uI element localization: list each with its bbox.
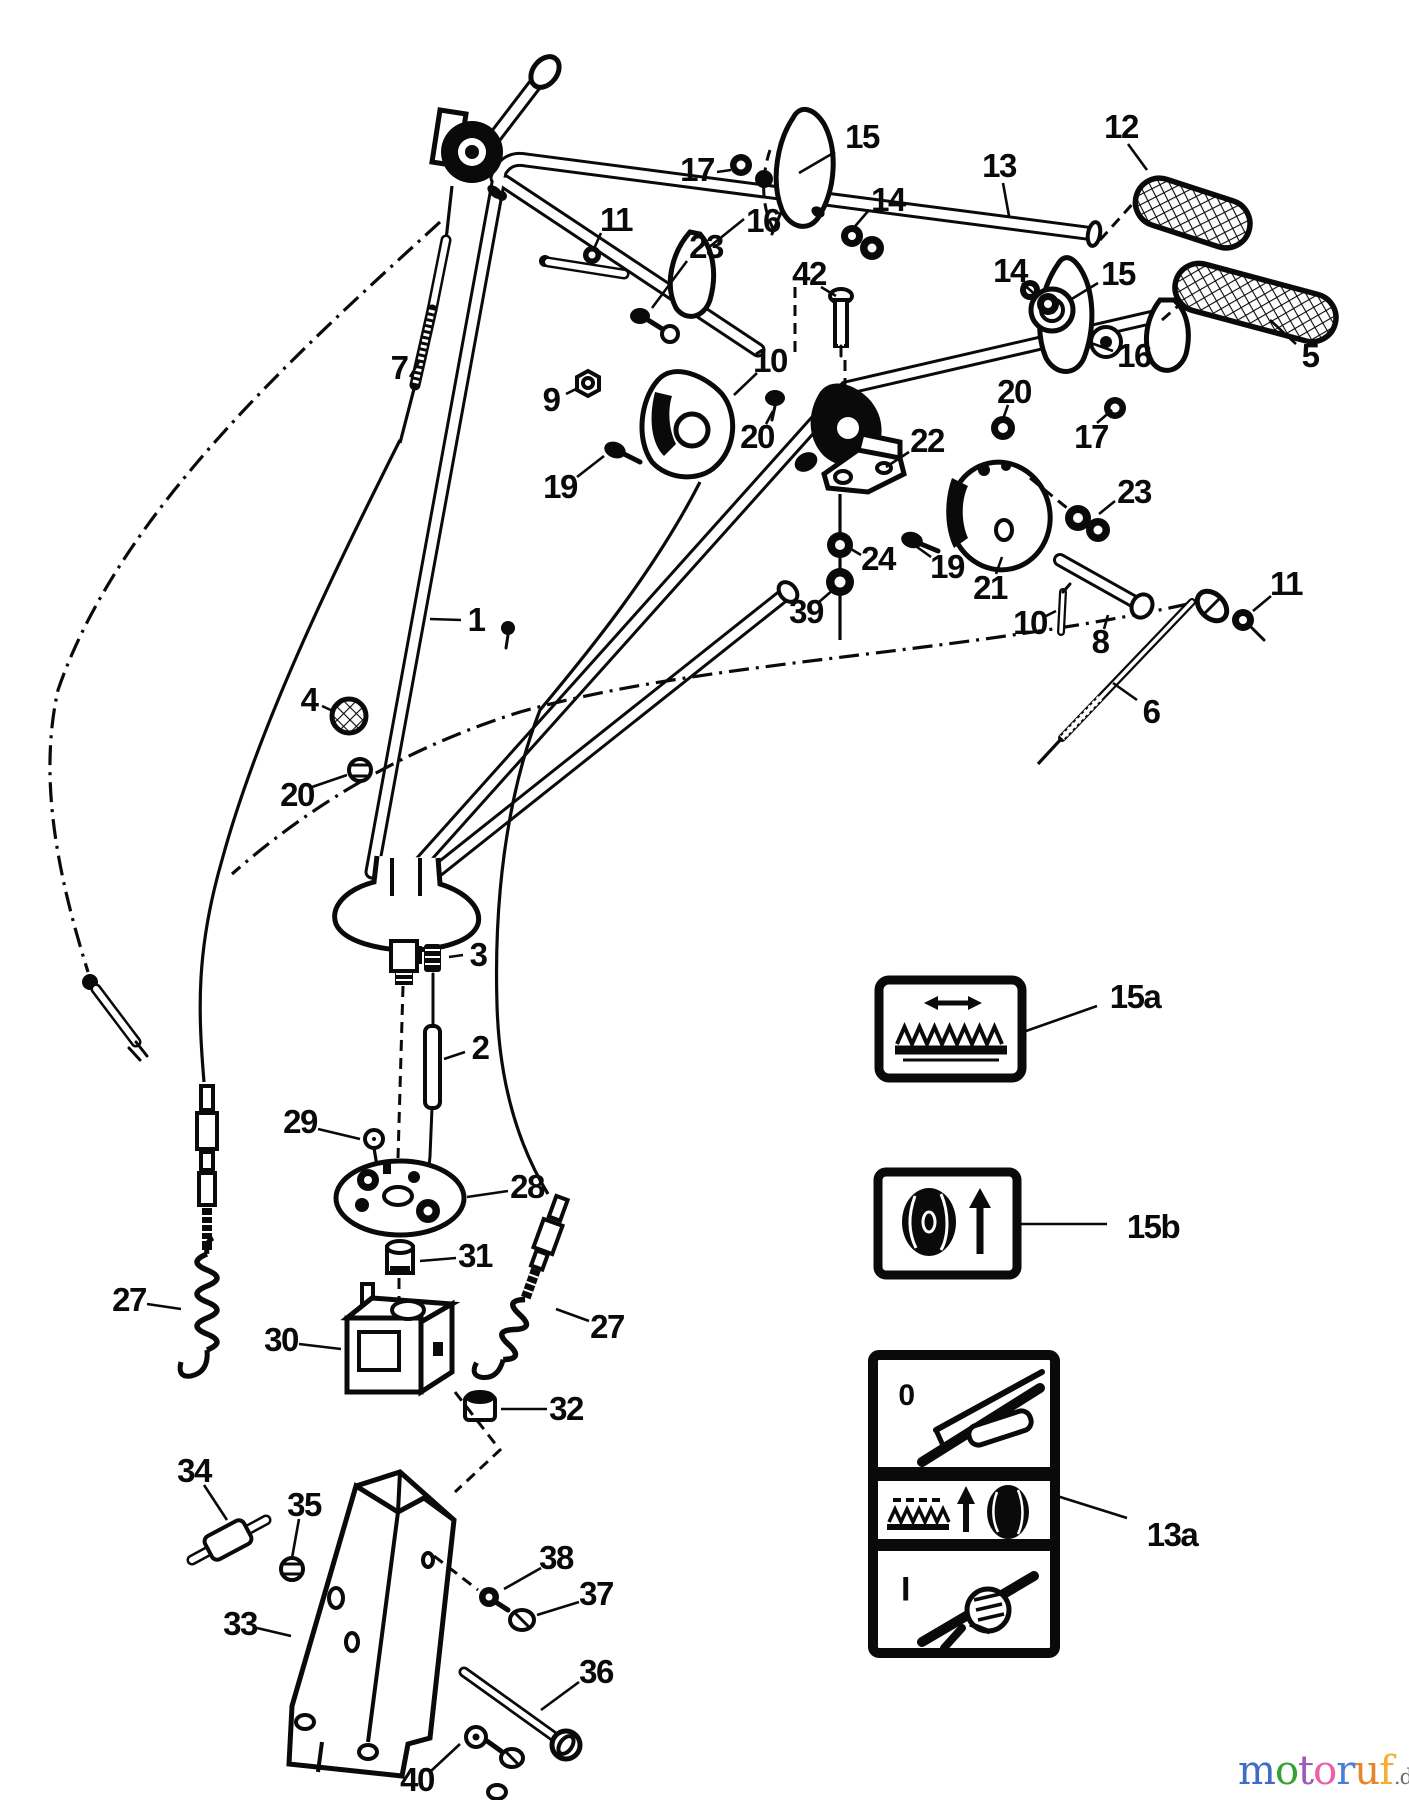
watermark-logo: motoruf.de (1238, 1748, 1409, 1798)
cable-turnbuckle-7 (398, 185, 454, 444)
clamp-bracket-30 (340, 1282, 461, 1397)
nut-9 (575, 368, 601, 399)
decal-15b-tire-sign (873, 1167, 1022, 1280)
hand-squeezing-lever-icon (917, 1571, 1039, 1652)
rod-2 (423, 972, 442, 1169)
cutter-bar-icon (895, 1022, 1007, 1062)
upper-fasteners (539, 107, 1266, 766)
grip-5 (1172, 260, 1339, 345)
decal-13a-switch-sign (868, 1350, 1060, 1658)
cap-32 (463, 1390, 497, 1422)
tire-icon (902, 1188, 956, 1256)
tube-stub (776, 580, 800, 604)
bolt-36 (458, 1666, 583, 1762)
tube-bolt (501, 621, 515, 635)
watermark-letter: o (1274, 1748, 1299, 1794)
cutter-bar-mini-icon (887, 1498, 951, 1530)
cable-clamp-10 (639, 369, 736, 480)
watermark-letter: r (1336, 1748, 1355, 1794)
right-cable-adjusters (471, 1193, 571, 1380)
left-cable-dashdot (48, 220, 442, 973)
bushing-31 (385, 1239, 415, 1275)
arrow-up-icon (969, 1188, 991, 1254)
left-spring-27 (177, 1235, 220, 1379)
watermark-letter: u (1354, 1748, 1380, 1794)
watermark-letter: t (1298, 1748, 1314, 1794)
right-spring-27 (471, 1296, 530, 1380)
left-cable (198, 439, 402, 1083)
double-arrow-icon (924, 996, 982, 1010)
control-cables (48, 185, 1189, 1380)
tire-mini-icon (987, 1485, 1029, 1539)
cam-claw-16 (667, 229, 717, 319)
bell-housing-1 (332, 855, 482, 953)
collar-stud (389, 939, 419, 973)
cable-end-fitting (82, 974, 149, 1062)
handle-grips (1098, 175, 1339, 345)
cam-claw-16-right (1144, 297, 1191, 373)
bolt-20-center (765, 390, 785, 406)
tube-end-13 (1085, 220, 1103, 248)
bolt-19-left (604, 441, 626, 459)
callout-leader-lines (146, 143, 1297, 1772)
left-cable-adjusters (195, 1084, 219, 1250)
watermark-suffix: .de (1393, 1765, 1409, 1789)
bolt-19-right (901, 531, 923, 549)
tie-rod-6 (1036, 588, 1230, 766)
screw-37 (491, 1598, 536, 1632)
pin-34 (186, 1514, 272, 1566)
watermark-word: motoruf (1238, 1748, 1394, 1794)
nut-20-left (347, 757, 373, 783)
knob-4 (329, 696, 369, 736)
lever-released-icon (917, 1369, 1045, 1467)
bolt-42 (828, 287, 854, 358)
watermark-letter: m (1238, 1748, 1276, 1794)
watermark-letter: f (1379, 1748, 1394, 1794)
center-column (186, 696, 583, 1800)
nut-35 (279, 1556, 305, 1582)
cable-disc-28 (333, 1158, 467, 1238)
stud-3 (424, 944, 441, 972)
watermark-letter: o (1313, 1748, 1337, 1794)
pivot-plate-21 (946, 459, 1053, 573)
bolt-23-left (630, 308, 650, 324)
cotter-pin-10 (1057, 582, 1072, 636)
lower-bracket-33 (286, 1469, 457, 1779)
apex-pulley-assembly (429, 54, 562, 201)
right-cable (494, 481, 702, 1195)
arrow-up-mini-icon (957, 1486, 975, 1532)
screws-40 (464, 1725, 525, 1800)
decal-15a-blade-sign (874, 975, 1027, 1083)
pin-8 (1053, 553, 1155, 620)
right-cable-dashdot (230, 602, 1189, 876)
cam-lever-15 (773, 107, 836, 229)
lever-end-cap (528, 54, 562, 90)
grip-12 (1132, 175, 1253, 251)
bracket-22 (821, 431, 907, 495)
